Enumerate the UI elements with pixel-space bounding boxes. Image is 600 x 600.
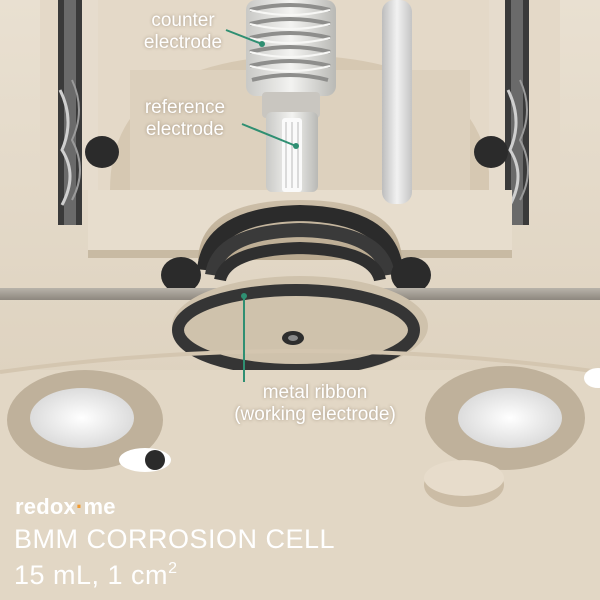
reference-leader-line bbox=[241, 123, 297, 147]
product-title: BMM CORROSION CELL bbox=[14, 524, 336, 554]
brand-name-part2: me bbox=[83, 494, 116, 519]
product-subtitle: 15 mL, 1 cm2 bbox=[14, 560, 177, 591]
working-electrode-label-line2: (working electrode) bbox=[234, 404, 396, 425]
brand-name-part1: redox bbox=[15, 494, 76, 519]
counter-leader-line bbox=[225, 29, 263, 45]
reference-electrode-label: reference electrode bbox=[126, 97, 244, 141]
reference-electrode-tube bbox=[266, 112, 318, 192]
glass-rod bbox=[382, 0, 412, 204]
counter-electrode-tube bbox=[246, 0, 336, 118]
o-ring bbox=[161, 204, 431, 293]
reference-electrode-label-line2: electrode bbox=[145, 119, 225, 140]
counter-electrode-label-line1: counter bbox=[151, 10, 215, 31]
leader-lines bbox=[225, 29, 299, 382]
right-clamp bbox=[474, 0, 529, 225]
brand-dot: · bbox=[75, 494, 84, 519]
subtitle-superscript: 2 bbox=[168, 560, 178, 577]
counter-electrode-label: counter electrode bbox=[128, 10, 238, 54]
left-port-hole bbox=[7, 370, 171, 472]
working-electrode-label-line1: metal ribbon bbox=[262, 382, 368, 403]
lower-body-edge bbox=[0, 349, 600, 374]
working-electrode-label: metal ribbon (working electrode) bbox=[210, 382, 420, 426]
left-clamp bbox=[58, 0, 119, 225]
right-port-hole bbox=[425, 366, 600, 470]
reference-electrode-label-line1: reference bbox=[144, 97, 226, 118]
counter-electrode-label-line2: electrode bbox=[143, 32, 223, 53]
brand-logo: redox·me bbox=[15, 494, 116, 520]
subtitle-text: 15 mL, 1 cm bbox=[14, 560, 169, 590]
lower-ring bbox=[172, 276, 428, 376]
